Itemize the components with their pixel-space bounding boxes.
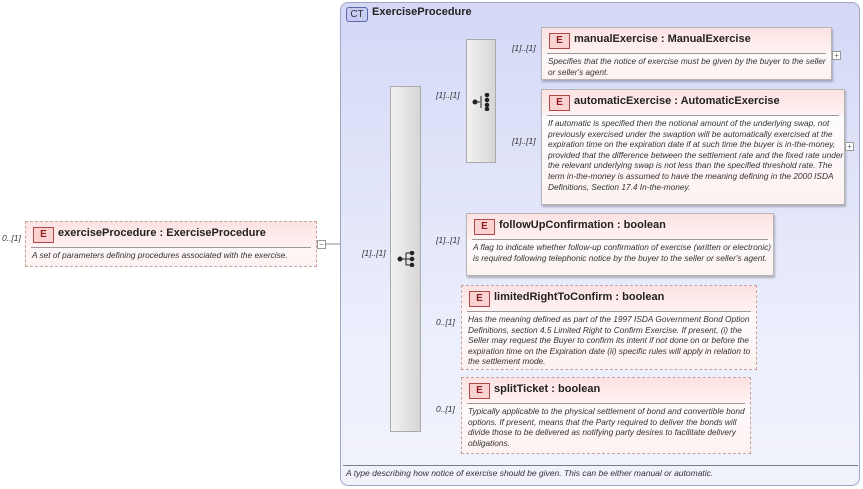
sequence-compositor[interactable] [390, 86, 421, 432]
element-description: Has the meaning defined as part of the 1… [468, 314, 751, 367]
root-element-name: exerciseProcedure : ExerciseProcedure [58, 227, 266, 239]
element-badge: E [33, 227, 54, 243]
expand-icon[interactable]: + [832, 51, 841, 60]
element-follow-up-confirmation[interactable]: E followUpConfirmation : boolean A flag … [466, 213, 774, 276]
separator [547, 53, 826, 54]
manual-exercise-cardinality: [1]..[1] [512, 43, 536, 53]
choice-cardinality: [1]..[1] [436, 90, 460, 100]
complex-type-separator [343, 465, 858, 466]
element-manual-exercise[interactable]: E manualExercise : ManualExercise Specif… [541, 27, 832, 80]
sequence-cardinality: [1]..[1] [362, 248, 386, 258]
element-badge: E [469, 383, 490, 399]
complex-type-title: ExerciseProcedure [372, 6, 472, 18]
root-element-exercise-procedure[interactable]: E exerciseProcedure : ExerciseProcedure … [25, 221, 317, 267]
element-name: followUpConfirmation : boolean [499, 219, 666, 231]
element-badge: E [474, 219, 495, 235]
split-ticket-cardinality: 0..[1] [436, 404, 455, 414]
separator [467, 403, 745, 404]
element-badge: E [549, 33, 570, 49]
element-description: Typically applicable to the physical set… [468, 406, 745, 448]
element-name: limitedRightToConfirm : boolean [494, 291, 665, 303]
element-name: manualExercise : ManualExercise [574, 33, 751, 45]
element-description: A flag to indicate whether follow-up con… [473, 242, 772, 263]
element-limited-right-to-confirm[interactable]: E limitedRightToConfirm : boolean Has th… [461, 285, 757, 370]
automatic-exercise-cardinality: [1]..[1] [512, 136, 536, 146]
sequence-icon [397, 251, 415, 267]
separator [547, 115, 839, 116]
root-element-description: A set of parameters defining procedures … [32, 250, 288, 260]
root-cardinality: 0..[1] [2, 233, 21, 243]
separator [467, 311, 751, 312]
element-split-ticket[interactable]: E splitTicket : boolean Typically applic… [461, 377, 751, 454]
element-name: automaticExercise : AutomaticExercise [574, 95, 780, 107]
separator [472, 239, 768, 240]
choice-compositor[interactable] [466, 39, 496, 163]
expand-icon[interactable]: + [845, 142, 854, 151]
element-description: Specifies that the notice of exercise mu… [548, 56, 826, 77]
element-name: splitTicket : boolean [494, 383, 601, 395]
limited-right-to-confirm-cardinality: 0..[1] [436, 317, 455, 327]
element-description: If automatic is specified then the notio… [548, 118, 844, 192]
follow-up-confirmation-cardinality: [1]..[1] [436, 235, 460, 245]
complex-type-description: A type describing how notice of exercise… [346, 468, 714, 478]
choice-icon [472, 93, 490, 111]
collapse-icon[interactable]: − [317, 240, 326, 249]
separator [31, 247, 311, 248]
complex-type-badge: CT [346, 7, 368, 22]
element-badge: E [549, 95, 570, 111]
element-automatic-exercise[interactable]: E automaticExercise : AutomaticExercise … [541, 89, 845, 205]
element-badge: E [469, 291, 490, 307]
